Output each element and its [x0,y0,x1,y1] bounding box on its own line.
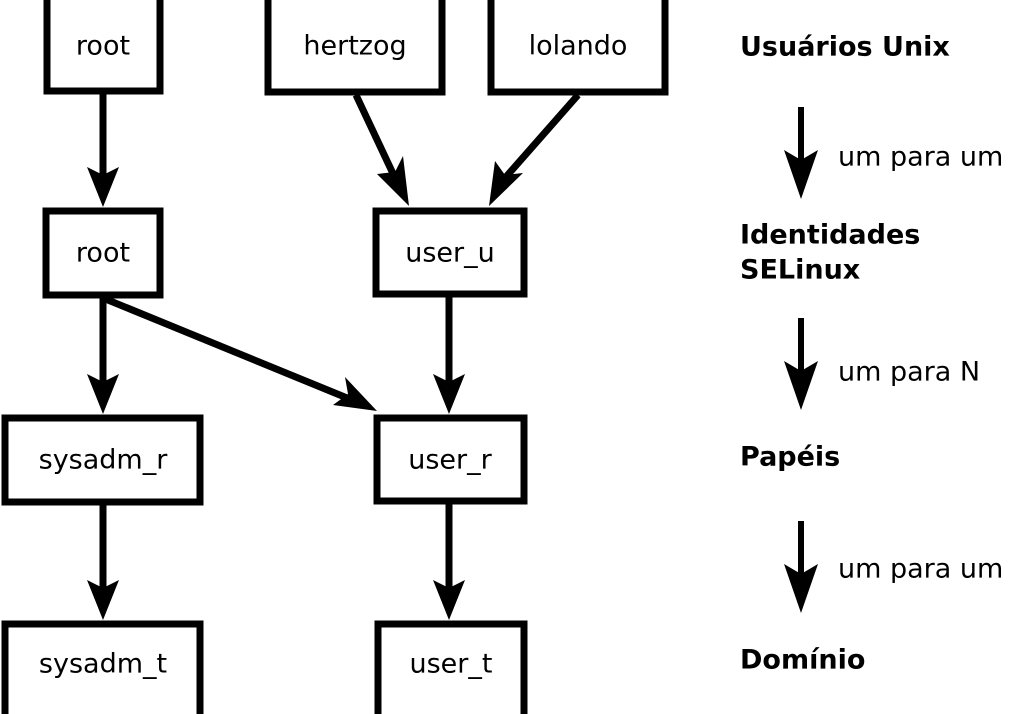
legend-arrow-users-to-identities [784,107,818,199]
node-unix-root[interactable]: root [43,0,164,95]
edge-identity-root-to-role-user-r [101,294,377,411]
node-label: sysadm_r [39,445,169,476]
arrowhead-icon [489,161,523,206]
node-label: user_u [405,238,495,269]
arrowhead-icon [377,156,409,206]
node-layer: root hertzog lolando root user_u [1,0,669,714]
node-label: root [76,238,130,269]
edge-identity-root-to-role-sysadm-r [87,298,119,414]
node-label: user_r [408,445,492,476]
arrowhead-icon [784,150,818,199]
arrowhead-icon [784,361,818,410]
node-box[interactable] [373,414,528,505]
legend-relation-identities-to-roles: um para N [838,357,980,388]
node-label: lolando [529,31,628,62]
node-box[interactable] [487,0,669,96]
edge-role-user-r-to-domain-user-t [433,504,465,620]
node-label: user_t [410,649,493,680]
node-identity-root[interactable]: root [42,207,164,299]
arrowhead-icon [87,374,119,414]
node-domain-sysadm-t[interactable]: sysadm_t [1,620,204,714]
legend-stage-selinux-identities-line1: Identidades [740,220,920,251]
arrowhead-icon [784,564,818,613]
legend-arrow-identities-to-roles [784,318,818,410]
legend-relation-users-to-identities: um para um [838,142,1003,173]
edge-unix-root-to-identity-root [87,94,119,207]
node-unix-hertzog[interactable]: hertzog [264,0,446,96]
arrowhead-icon [433,580,465,620]
edge-layer [87,92,581,620]
arrowhead-icon [433,374,465,414]
edge-line [101,294,354,404]
arrowhead-icon [87,580,119,620]
edge-unix-hertzog-to-identity-user-u [352,93,409,206]
legend-arrow-roles-to-domain [784,521,818,613]
node-box[interactable] [264,0,446,96]
node-box[interactable] [42,207,164,299]
arrowhead-icon [333,377,377,411]
node-domain-user-t[interactable]: user_t [374,620,528,714]
edge-role-sysadm-r-to-domain-sysadm-t [87,505,119,620]
node-box[interactable] [372,207,528,298]
edge-identity-user-u-to-role-user-r [433,297,465,414]
node-box[interactable] [1,414,204,506]
legend-stage-selinux-identities-line2: SELinux [740,255,860,286]
legend-relation-roles-to-domain: um para um [838,554,1003,585]
node-box[interactable] [1,620,204,714]
node-unix-lolando[interactable]: lolando [487,0,669,96]
edge-line [502,92,581,181]
legend-column: Usuários Unix um para um Identidades SEL… [740,32,1003,676]
node-box[interactable] [43,0,164,95]
arrowhead-icon [87,167,119,207]
legend-stage-domain: Domínio [740,645,865,676]
node-label: root [76,31,130,62]
edge-unix-lolando-to-identity-user-u [489,92,581,206]
node-label: hertzog [303,31,406,62]
node-label: sysadm_t [39,649,167,680]
node-role-user-r[interactable]: user_r [373,414,528,505]
node-role-sysadm-r[interactable]: sysadm_r [1,414,204,506]
edge-line [352,93,400,182]
node-identity-user-u[interactable]: user_u [372,207,528,298]
legend-stage-roles: Papéis [740,442,840,473]
node-box[interactable] [374,620,528,714]
legend-stage-unix-users: Usuários Unix [740,32,950,63]
